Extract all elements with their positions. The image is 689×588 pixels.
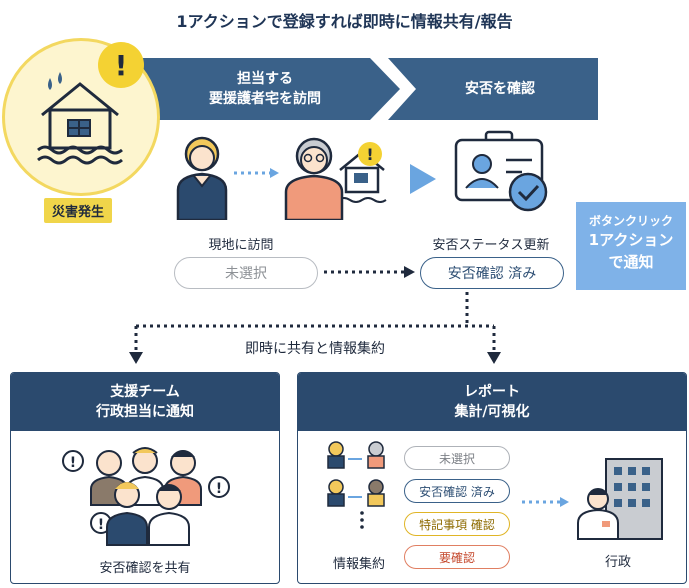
report-title-line2: 集計/可視化 (454, 404, 530, 420)
support-caption: 安否確認を共有 (99, 561, 191, 576)
step-banner-confirm: 安否を確認 (388, 58, 598, 120)
warning-icon: ! (98, 42, 144, 88)
government-building-icon (577, 458, 663, 540)
svg-text:!: ! (70, 455, 76, 471)
svg-text:!: ! (216, 481, 222, 497)
visit-label: 現地に訪問 (208, 238, 274, 253)
report-panel: レポート 集計/可視化 未選択 安否確認 済み 特記事項 確認 要確認 情報集約 (297, 372, 687, 584)
split-connector (129, 292, 501, 364)
support-title-line2: 行政担当に通知 (96, 404, 194, 420)
support-title-line1: 支援チーム (110, 384, 180, 400)
play-arrow-icon (410, 164, 436, 194)
report-status-unselected: 未選択 (404, 446, 510, 470)
one-action-callout: ボタンクリック 1アクション で通知 (576, 202, 686, 290)
dotted-arrow-icon (522, 497, 569, 507)
elderly-person-icon: ! (284, 137, 387, 220)
dotted-arrow-right-icon (324, 266, 415, 278)
report-title-line1: レポート (464, 384, 520, 400)
status-pill-unselected: 未選択 (174, 257, 318, 289)
report-status-needs-check: 要確認 (404, 545, 510, 569)
step-visit-line1: 担当する (237, 71, 293, 87)
report-status-confirmed: 安否確認 済み (404, 479, 510, 503)
callout-line1: ボタンクリック (588, 214, 673, 228)
support-team-panel: 支援チーム 行政担当に通知 ! ! ! 安否確認を共有 (10, 372, 280, 584)
status-pill-confirmed: 安否確認 済み (420, 257, 564, 289)
svg-text:!: ! (98, 517, 104, 533)
government-caption: 行政 (604, 555, 631, 570)
share-label: 即時に共有と情報集約 (215, 338, 415, 358)
aggregation-caption: 情報集約 (332, 557, 385, 572)
step-visit-line2: 要援護者宅を訪問 (209, 91, 321, 107)
support-panel-header: 支援チーム 行政担当に通知 (11, 373, 279, 431)
dotted-arrow-icon (234, 168, 279, 178)
step-confirm-label: 安否を確認 (465, 81, 535, 97)
flooded-house-icon (37, 72, 123, 165)
callout-line3: で通知 (608, 253, 654, 271)
step-banner-visit: 担当する 要援護者宅を訪問 (130, 58, 400, 120)
report-status-special: 特記事項 確認 (404, 512, 510, 536)
report-panel-header: レポート 集計/可視化 (298, 373, 686, 431)
disaster-tag: 災害発生 (44, 198, 113, 223)
visitor-person-icon (176, 136, 228, 220)
callout-line2: 1アクション (588, 231, 674, 249)
svg-text:!: ! (366, 145, 373, 164)
page-title: 1アクションで登録すれば即時に情報共有/報告 (176, 12, 513, 31)
aggregation-people-icon (327, 441, 385, 529)
support-team-group-icon: ! ! ! (62, 447, 230, 546)
id-card-check-icon (454, 130, 548, 212)
update-label: 安否ステータス更新 (432, 238, 550, 253)
